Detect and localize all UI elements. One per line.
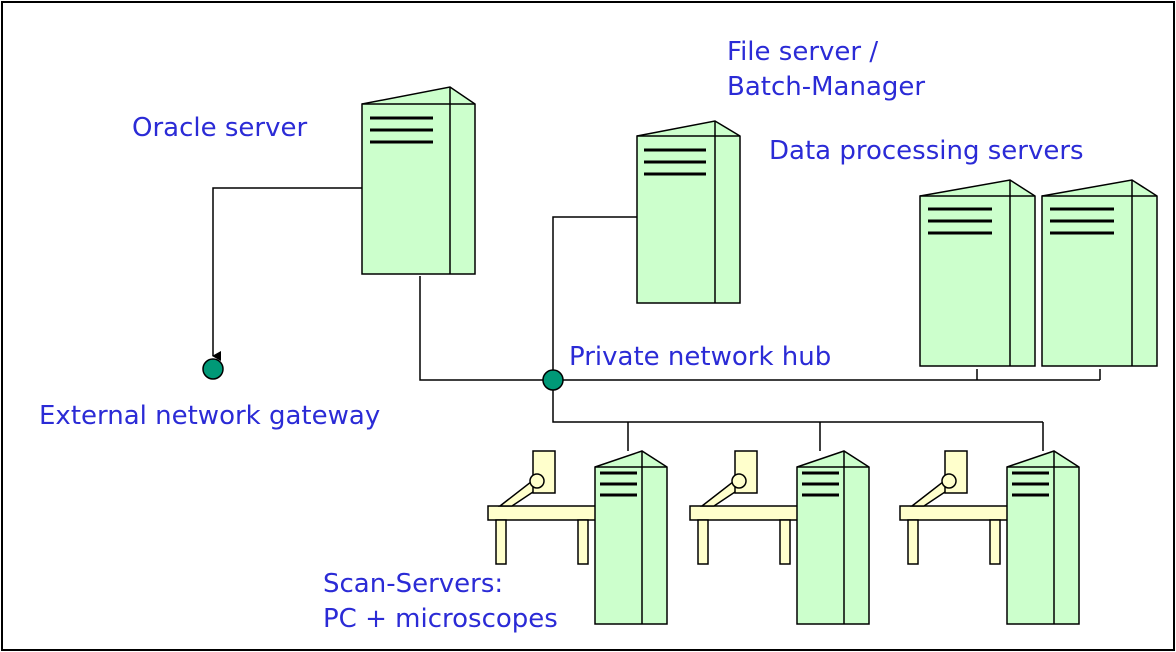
hub-fileserver-line	[552, 216, 637, 380]
microscope-3	[899, 450, 1009, 565]
scan-pc-2-tower	[796, 450, 870, 625]
file-server-label-line2: Batch-Manager	[727, 72, 926, 102]
scan-pc-1-tower	[594, 450, 668, 625]
oracle-hub-line	[419, 276, 553, 381]
file-server-tower	[636, 120, 741, 304]
scan-servers-label-line1: Scan-Servers:	[323, 569, 504, 599]
oracle-server-tower	[361, 86, 476, 275]
private-hub-node	[542, 369, 564, 391]
scan-pc-3-tower	[1006, 450, 1080, 625]
oracle-gateway-line	[212, 187, 362, 361]
scan-station-3	[899, 450, 1080, 625]
oracle-server-label: Oracle server	[132, 113, 308, 143]
microscope-1	[487, 450, 597, 565]
hub-scan-bus	[552, 380, 1043, 423]
file-server-label-line1: File server /	[727, 37, 879, 67]
private-hub-label: Private network hub	[569, 342, 832, 372]
scan-servers-label-line2: PC + microscopes	[323, 604, 558, 634]
network-lines	[212, 187, 1101, 451]
scan-station-2	[689, 450, 870, 625]
data-processing-label: Data processing servers	[769, 136, 1084, 166]
external-gateway-node	[202, 358, 224, 380]
data-server-1-tower	[919, 179, 1036, 367]
data-server-2-tower	[1041, 179, 1158, 367]
microscope-2	[689, 450, 799, 565]
external-gateway-label: External network gateway	[39, 401, 381, 431]
scan-station-1	[487, 450, 668, 625]
